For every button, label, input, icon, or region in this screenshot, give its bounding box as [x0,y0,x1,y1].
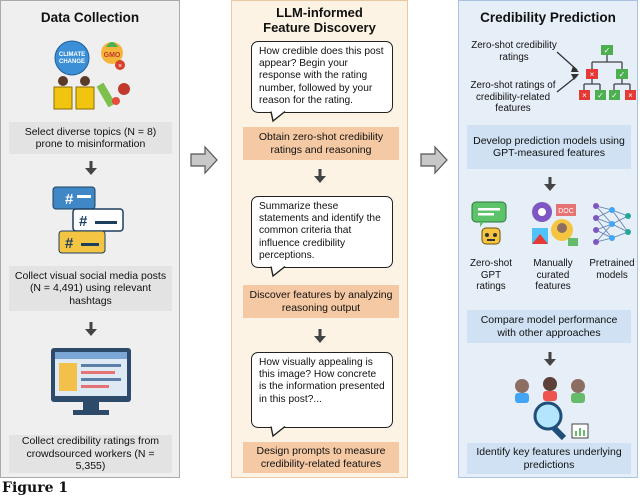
zero-shot-ratings-step: Obtain zero-shot credibility ratings and… [243,127,399,160]
design-prompts-step: Design prompts to measure credibility-re… [243,442,399,473]
curated-features-icon: DOC [532,202,578,246]
develop-models-step: Develop prediction models using GPT-meas… [467,125,631,169]
figure-label: Figure 1 [2,480,69,496]
chatbot-icon [471,201,507,245]
down-arrow-icon [85,322,97,336]
svg-text:✓: ✓ [619,70,626,79]
svg-text:✓: ✓ [611,91,618,100]
feature-discovery-title-line2: Feature Discovery [263,20,376,35]
analysis-magnifier-icon [515,377,589,441]
svg-text:DOC: DOC [558,208,574,215]
svg-text:#: # [65,235,74,252]
identify-features-step: Identify key features underlying predict… [467,443,631,474]
select-topics-step: Select diverse topics (N = 8) prone to m… [9,122,172,154]
down-arrow-icon [314,329,326,343]
pretrained-models-label: Pretrained models [589,258,635,281]
down-arrow-icon [314,169,326,183]
climate-badge-text: CLIMATE [59,52,85,58]
hashtag-chat-icon: # # # [52,186,124,254]
down-arrow-icon [85,161,97,175]
rating-monitor-icon [51,348,131,415]
svg-text:✓: ✓ [604,46,611,55]
feature-discovery-title: LLM-informed Feature Discovery [232,5,407,35]
feature-ratings-input: Zero-shot ratings of credibility-related… [470,80,556,114]
svg-text:×: × [582,91,587,100]
svg-text:CHANGE: CHANGE [59,59,85,65]
bubble-tail-icon [270,110,286,123]
data-collection-title: Data Collection [40,10,140,25]
decision-tree-icon: ✓ × ✓ × ✓ ✓ × [579,45,636,100]
down-arrow-icon [544,177,556,191]
feature-discovery-title-line1: LLM-informed [276,5,363,20]
flow-arrow-icon [420,145,448,175]
compare-performance-step: Compare model performance with other app… [467,310,631,343]
svg-text:#: # [79,213,88,230]
credibility-prompt-bubble: How credible does this post appear? Begi… [251,41,393,113]
flow-arrow-icon [190,145,218,175]
down-arrow-icon [544,352,556,366]
summarize-prompt-bubble: Summarize these statements and identify … [251,196,393,268]
input-arrows-icon [556,51,579,93]
credibility-prediction-title: Credibility Prediction [480,10,616,25]
svg-text:×: × [590,70,595,79]
collect-posts-step: Collect visual social media posts (N = 4… [9,266,172,311]
data-collection-panel: Data Collection CLIMATE CHANGE GMO × Sel… [0,0,180,478]
bubble-tail-icon [270,265,286,278]
feature-prompt-bubble: How visually appealing is this image? Ho… [251,352,393,428]
topics-illustration-icon: CLIMATE CHANGE GMO × [53,40,130,110]
bubble-tail-icon [270,425,286,438]
discover-features-step: Discover features by analyzing reasoning… [243,285,399,318]
svg-text:#: # [65,191,74,208]
manually-curated-label: Manually curated features [533,258,573,292]
zero-shot-gpt-label: Zero-shot GPT ratings [470,258,512,292]
zero-shot-ratings-input: Zero-shot credibility ratings [471,40,557,63]
neural-network-icon [593,203,631,245]
gmo-badge-text: GMO [104,52,121,59]
collect-ratings-step: Collect credibility ratings from crowdso… [9,435,172,473]
svg-text:×: × [628,91,633,100]
svg-text:✓: ✓ [597,91,604,100]
svg-text:×: × [118,63,122,70]
